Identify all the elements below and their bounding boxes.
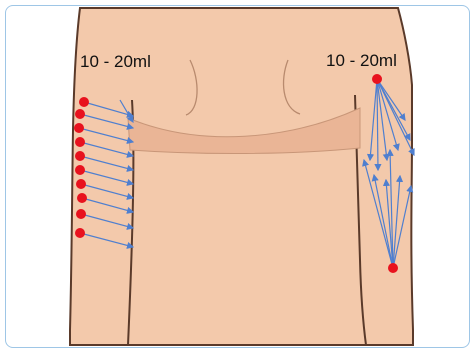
left-injection-point [76,179,86,189]
left-injection-point [75,109,85,119]
left-injection-point [79,97,89,107]
right-volume-label: 10 - 20ml [326,51,397,70]
left-injection-point [75,228,85,238]
left-injection-point [77,193,87,203]
right-injection-point [372,74,382,84]
left-injection-point [75,151,85,161]
right-injection-point [388,263,398,273]
left-injection-point [74,123,84,133]
left-injection-point [75,137,85,147]
left-injection-point [75,165,85,175]
left-injection-point [76,209,86,219]
left-volume-label: 10 - 20ml [80,52,151,71]
